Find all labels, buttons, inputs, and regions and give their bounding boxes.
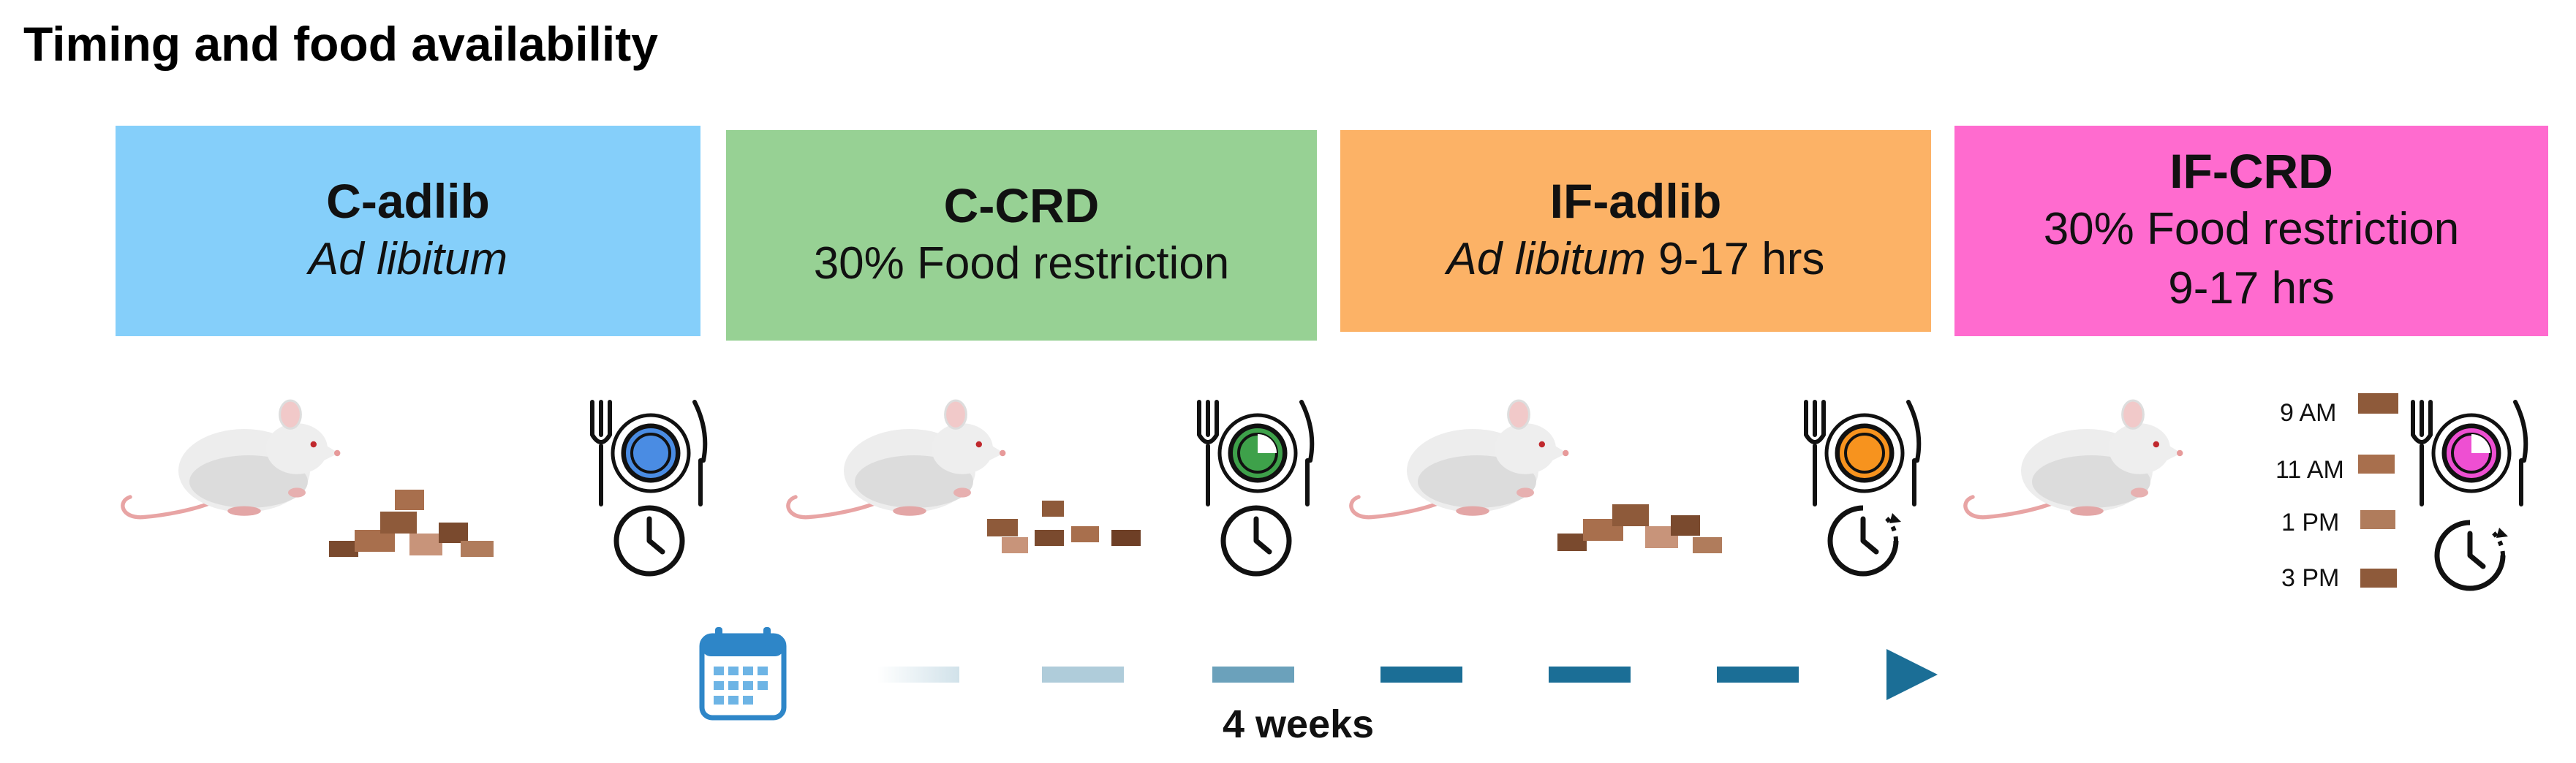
group-description: Ad libitum [309,230,507,289]
group-description-plain: 30% Food restriction [813,238,1230,289]
scene-c-crd [782,387,1411,577]
food-pellets-icon [1557,504,1722,553]
plate-cutlery-icon [2413,402,2526,504]
group-description-plain: 30% Food restriction [2043,204,2460,255]
group-box-if-adlib: IF-adlib Ad libitum 9-17 hrs [1340,130,1931,332]
feeding-time-label: 9 AM [2280,399,2337,427]
food-pellets-icon [2358,393,2398,588]
plate-cutlery-icon [592,402,705,504]
plate-cutlery-icon [1199,402,1312,504]
rat-icon [788,401,1006,517]
feeding-time-label: 3 PM [2281,564,2340,592]
group-name: C-CRD [943,178,1100,232]
group-description: Ad libitum 9-17 hrs [1447,230,1825,289]
clock-icon [1220,505,1292,577]
feeding-time-label: 1 PM [2281,509,2340,536]
calendar-icon [699,627,787,721]
group-name: IF-CRD [2169,144,2333,199]
clock-icon [2434,520,2508,591]
food-pellets-icon [987,501,1141,553]
plate-cutlery-icon [1806,402,1919,504]
feeding-time-label: 11 AM [2275,456,2344,484]
scene-c-adlib [117,387,746,577]
scene-if-crd [1960,393,2566,591]
group-name: IF-adlib [1549,173,1722,228]
clock-icon [1827,505,1901,577]
scene-if-adlib [1345,387,1974,577]
food-pellets-icon [329,490,494,557]
group-description-plain: 9-17 hrs [1645,233,1825,284]
group-description-italic: Ad libitum [1446,233,1646,284]
group-description: 30% Food restriction [814,235,1230,294]
timeline [699,627,1938,721]
group-description-2: 9-17 hrs [2168,262,2335,314]
group-description: 30% Food restriction [2044,200,2460,259]
timeline-arrow [877,649,1938,700]
rat-icon [1351,401,1569,517]
rat-icon [123,401,341,517]
group-box-c-adlib: C-adlib Ad libitum [116,126,700,336]
timeline-label: 4 weeks [1223,702,1375,746]
clock-icon [613,505,685,577]
rat-icon [1965,401,2183,517]
group-box-if-crd: IF-CRD 30% Food restriction 9-17 hrs [1954,126,2548,336]
group-description-italic: Ad libitum [308,233,508,284]
group-box-c-crd: C-CRD 30% Food restriction [726,130,1317,341]
group-name: C-adlib [326,173,490,228]
diagram-title: Timing and food availability [23,17,658,71]
